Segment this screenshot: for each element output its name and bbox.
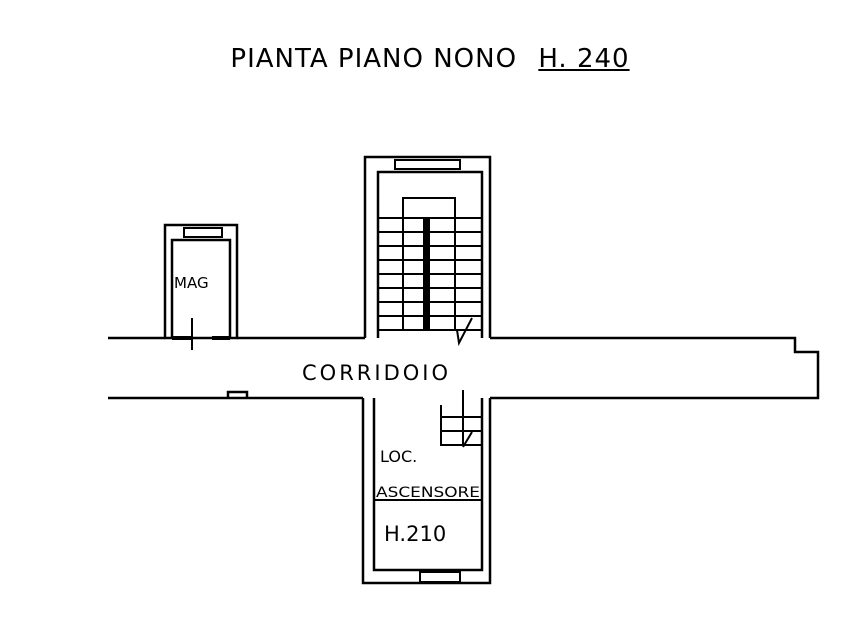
corridor-walls (108, 336, 820, 400)
staircase (363, 155, 492, 347)
corridor-label: CORRIDOIO (302, 361, 451, 385)
lift-room-label-1: LOC. (380, 447, 417, 466)
floor-height: H. 240 (538, 44, 630, 74)
arrow-icon (456, 317, 473, 347)
lift-room-height: H.210 (384, 522, 446, 546)
storage-room (163, 223, 239, 350)
storage-label: MAG (174, 274, 209, 292)
window (419, 571, 461, 583)
window (394, 159, 461, 170)
plan-title: PIANTA PIANO NONO H. 240 (0, 44, 860, 74)
arrow-icon (462, 390, 473, 448)
window (183, 227, 223, 238)
lift-room (361, 390, 492, 585)
lift-room-label-2: ASCENSORE (376, 485, 480, 501)
plan-title-text: PIANTA PIANO NONO (230, 44, 518, 74)
